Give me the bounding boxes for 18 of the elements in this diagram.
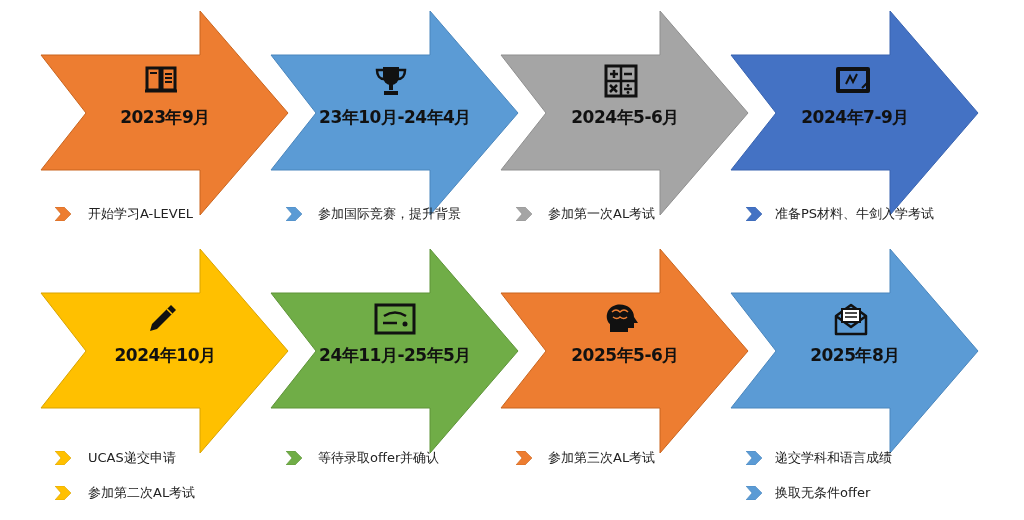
- milestone-text: 参加第一次AL考试: [548, 205, 656, 223]
- milestone-text: 参加国际竞赛，提升背景: [318, 205, 461, 223]
- date-label: 2024年7-9月: [800, 106, 910, 129]
- date-label: 24年11月-25年5月: [318, 344, 472, 367]
- milestone-text: 参加第二次AL考试: [88, 484, 196, 502]
- milestone-text: 换取无条件offer: [775, 484, 871, 502]
- date-label: 2025年8月: [809, 344, 901, 367]
- milestone-text: 准备PS材料、牛剑入学考试: [775, 205, 935, 223]
- date-label: 2024年5-6月: [570, 106, 680, 129]
- date-label: 2023年9月: [119, 106, 211, 129]
- milestone-text: UCAS递交申请: [88, 449, 176, 467]
- milestone-text: 等待录取offer并确认: [318, 449, 440, 467]
- date-label: 2025年5-6月: [570, 344, 680, 367]
- date-label: 2024年10月: [113, 344, 217, 367]
- milestone-text: 开始学习A-LEVEL: [88, 205, 194, 223]
- milestone-text: 参加第三次AL考试: [548, 449, 656, 467]
- date-label: 23年10月-24年4月: [318, 106, 472, 129]
- milestone-text: 递交学科和语言成绩: [775, 449, 892, 467]
